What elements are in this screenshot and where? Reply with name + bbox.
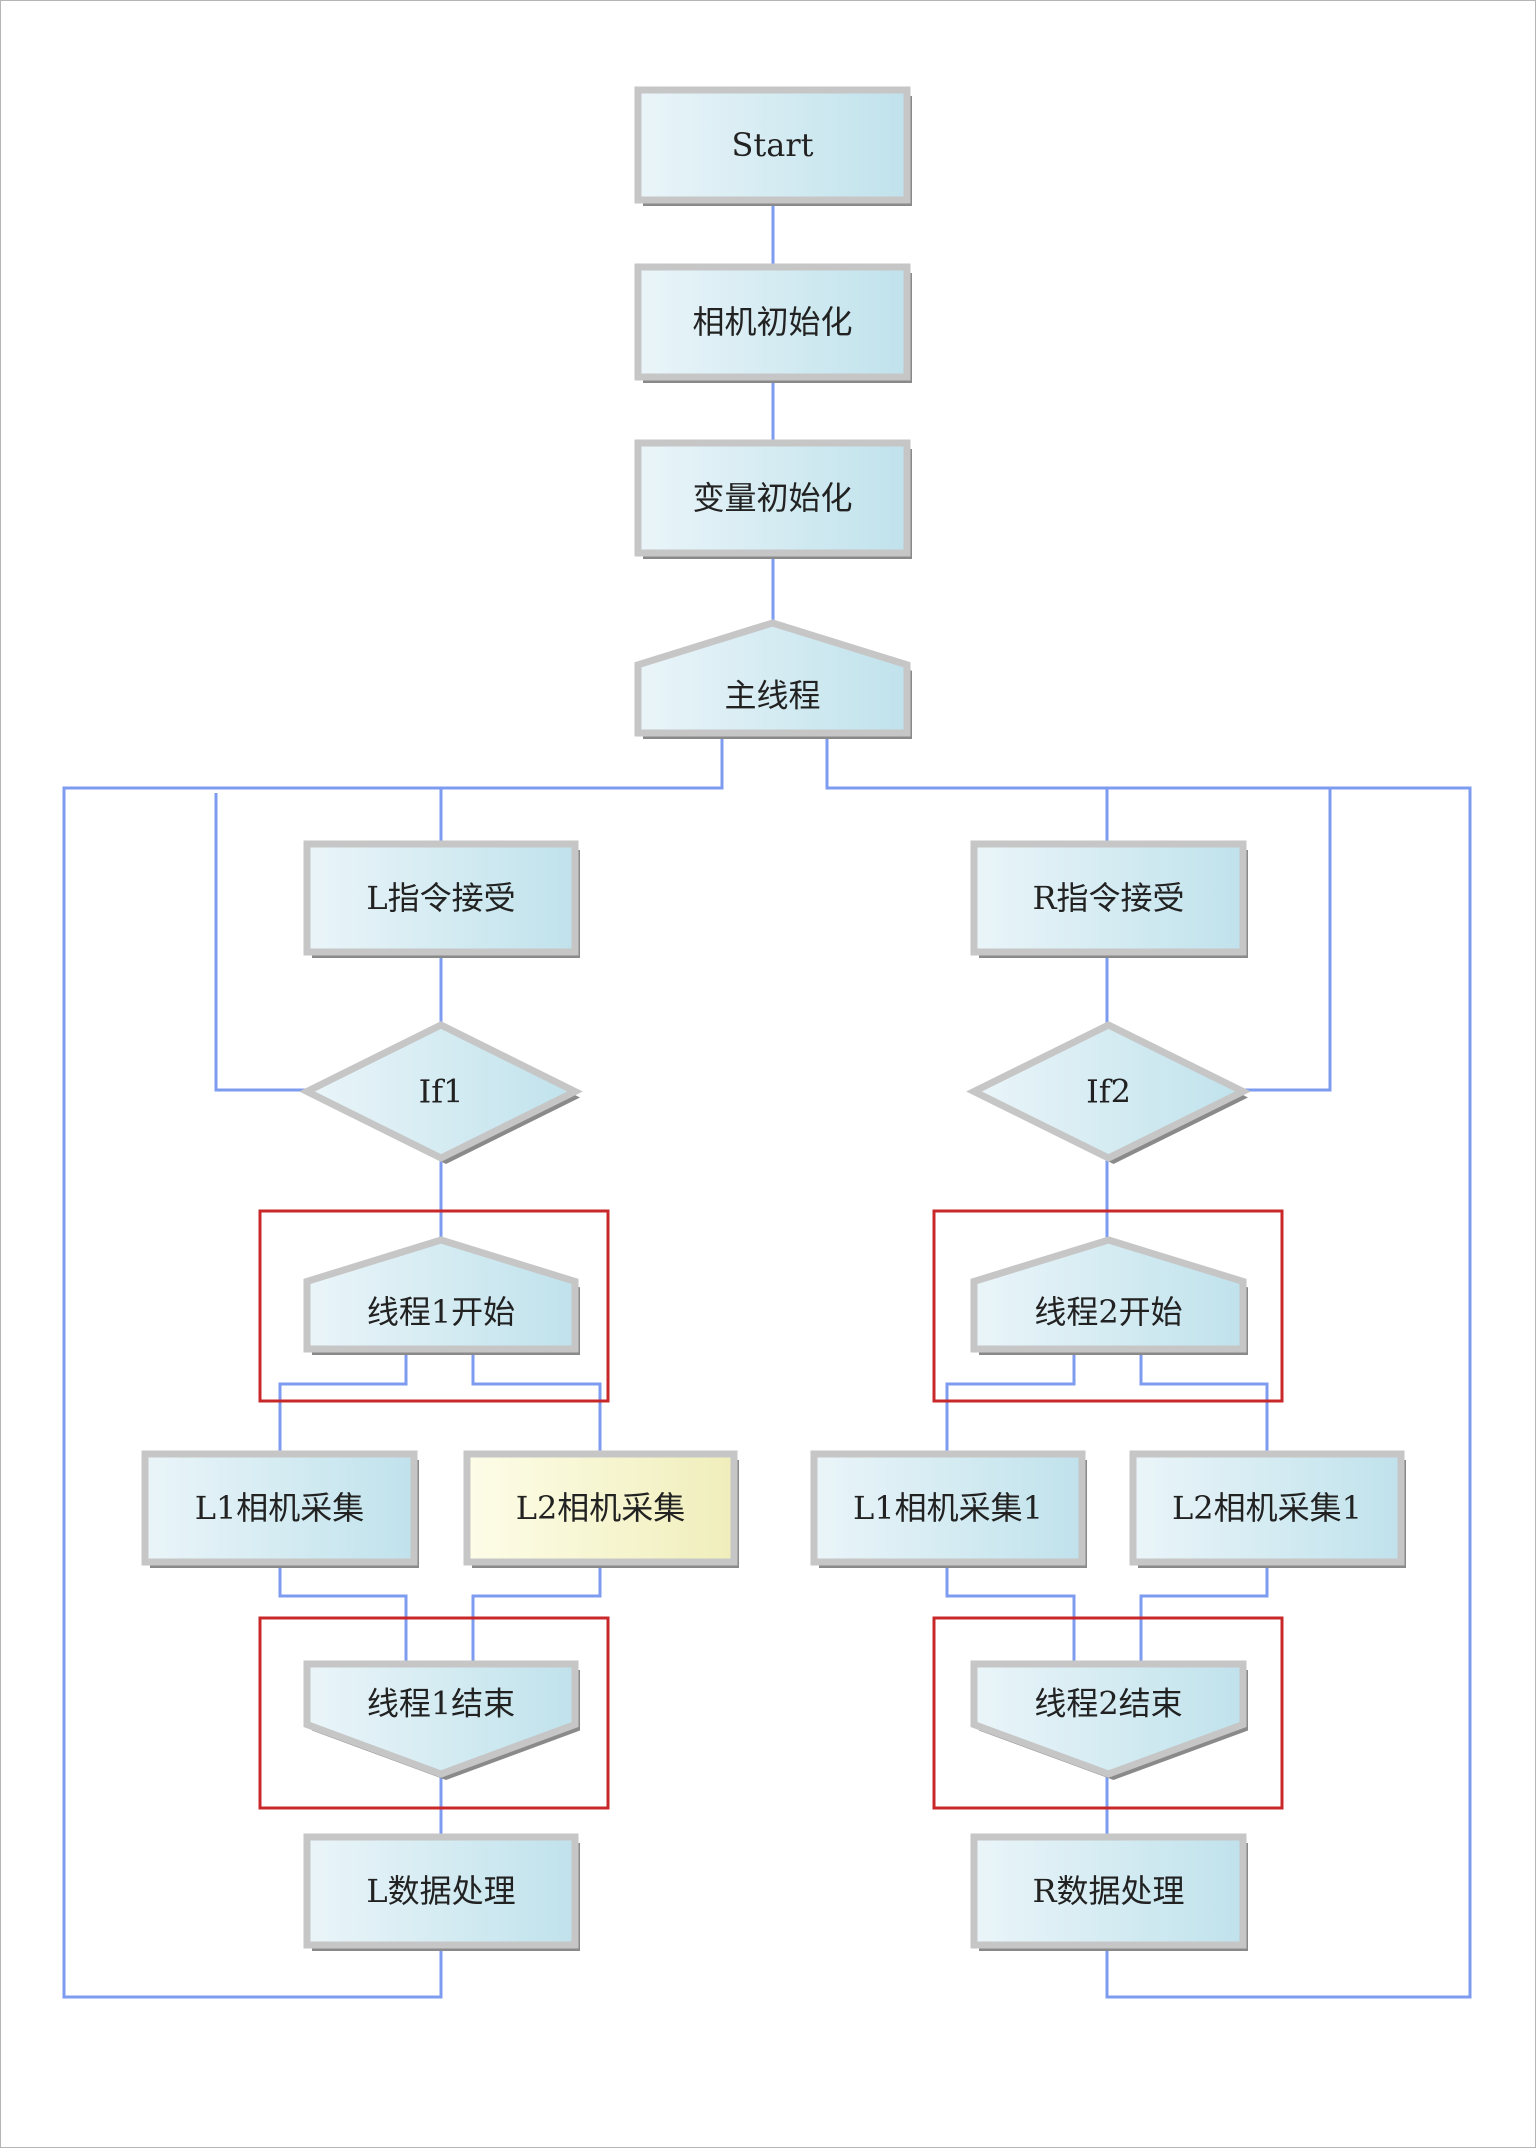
- node-shape: [966, 1021, 1251, 1162]
- connector-if1-no: [214, 793, 307, 1092]
- node-label: R数据处理: [1032, 1872, 1184, 1910]
- node-l2-cam: L2相机采集: [463, 1450, 739, 1568]
- node-shape: [303, 1236, 579, 1353]
- node-shape: [1129, 1450, 1405, 1566]
- node-thread1-end: 线程1结束: [303, 1660, 580, 1780]
- node-r-data: R数据处理: [970, 1833, 1248, 1951]
- node-label: R指令接受: [1032, 879, 1184, 917]
- node-label: 线程2开始: [1034, 1293, 1182, 1331]
- node-var-init: 变量初始化: [634, 439, 912, 559]
- node-l-data: L数据处理: [303, 1833, 580, 1951]
- connector-l1b-t2end: [945, 1562, 1076, 1664]
- node-l-cmd: L指令接受: [303, 840, 580, 958]
- connector-if2-no: [1243, 788, 1332, 1092]
- node-label: If2: [1086, 1073, 1131, 1111]
- connector-t1start-l2: [471, 1349, 602, 1454]
- node-label: 线程2结束: [1034, 1685, 1182, 1723]
- node-shape: [303, 1833, 579, 1949]
- node-shape: [303, 1660, 579, 1778]
- node-shape: [970, 1236, 1247, 1353]
- connector-t2start-l1: [945, 1349, 1076, 1454]
- node-label: 主线程: [724, 677, 820, 715]
- node-label: L数据处理: [366, 1872, 515, 1910]
- node-main-thread: 主线程: [634, 619, 912, 739]
- node-thread2-end: 线程2结束: [970, 1660, 1248, 1780]
- connector-t2start-l2: [1139, 1349, 1269, 1454]
- thread2-start-group: [932, 1209, 1284, 1403]
- node-shape: [303, 840, 579, 956]
- node-camera-init: 相机初始化: [634, 263, 912, 383]
- node-label: L1相机采集: [195, 1489, 365, 1527]
- node-label: If1: [419, 1073, 464, 1111]
- node-shape: [463, 1450, 738, 1566]
- connector-l2-t1end: [471, 1562, 602, 1664]
- thread1-start-group: [258, 1209, 610, 1403]
- node-label: L2相机采集1: [1172, 1489, 1362, 1527]
- node-shape: [970, 1660, 1247, 1778]
- node-shape: [141, 1450, 418, 1566]
- node-shape: [634, 86, 911, 204]
- node-r-cmd: R指令接受: [970, 840, 1248, 958]
- node-label: L1相机采集1: [853, 1489, 1043, 1527]
- node-shape: [634, 263, 911, 381]
- node-l2-cam-1: L2相机采集1: [1129, 1450, 1406, 1568]
- connector-l1-t1end: [278, 1562, 408, 1664]
- connector-main-right-loop: [825, 733, 1472, 1999]
- node-label: 变量初始化: [692, 479, 852, 517]
- thread2-end-group: [932, 1616, 1284, 1810]
- node-label: 相机初始化: [692, 303, 852, 341]
- node-shape: [970, 1833, 1247, 1949]
- connectors: [62, 200, 1472, 1999]
- node-label: Start: [731, 126, 813, 164]
- node-shape: [810, 1450, 1086, 1566]
- node-l1-cam: L1相机采集: [141, 1450, 419, 1568]
- node-label: L2相机采集: [516, 1489, 686, 1527]
- node-label: 线程1开始: [367, 1293, 515, 1331]
- node-if1: If1: [299, 1021, 583, 1164]
- thread1-end-group: [258, 1616, 610, 1810]
- connector-l2b-t2end: [1139, 1562, 1269, 1664]
- node-if2: If2: [966, 1021, 1251, 1164]
- node-l1-cam-1: L1相机采集1: [810, 1450, 1087, 1568]
- node-label: 线程1结束: [367, 1685, 515, 1723]
- node-shape: [634, 439, 911, 557]
- node-label: L指令接受: [366, 879, 515, 917]
- node-thread2-start: 线程2开始: [970, 1236, 1248, 1355]
- node-shape: [299, 1021, 583, 1162]
- connector-t1start-l1: [278, 1349, 408, 1454]
- node-start: Start: [634, 86, 912, 206]
- node-thread1-start: 线程1开始: [303, 1236, 580, 1355]
- node-shape: [634, 619, 911, 737]
- node-shape: [970, 840, 1247, 956]
- connector-main-left-loop: [62, 733, 724, 1999]
